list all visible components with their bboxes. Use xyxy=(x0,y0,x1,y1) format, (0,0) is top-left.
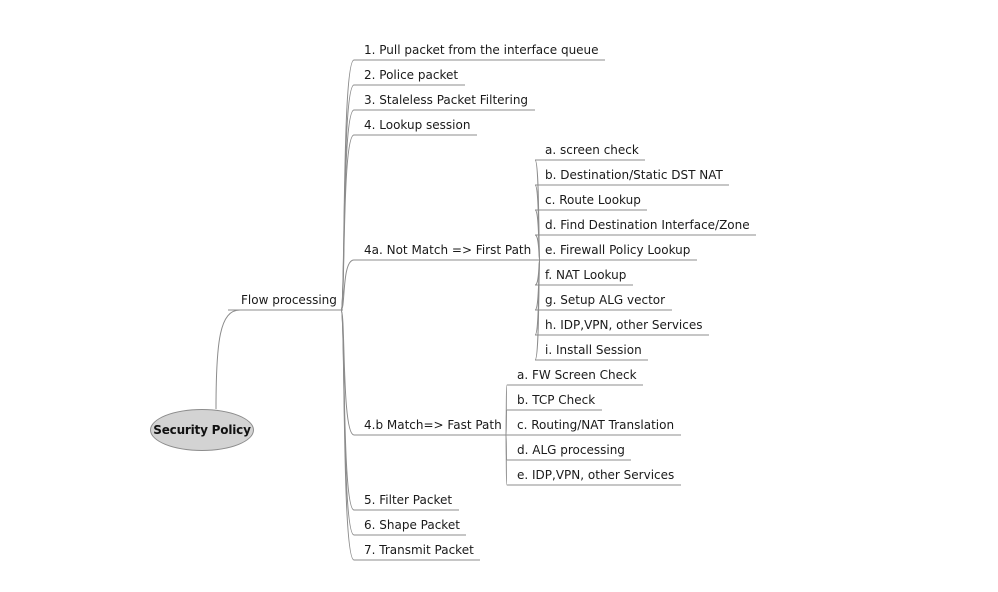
hub-to-step-connector-9 xyxy=(340,309,355,561)
step-node-2[interactable]: 2. Police packet xyxy=(364,68,459,82)
first-path-connector-8 xyxy=(534,259,541,361)
first-path-node-i[interactable]: i. Install Session xyxy=(545,343,642,357)
step-node-1[interactable]: 1. Pull packet from the interface queue xyxy=(364,43,599,57)
first-path-node-c[interactable]: c. Route Lookup xyxy=(545,193,641,207)
step-node-8[interactable]: 6. Shape Packet xyxy=(364,518,460,532)
root-node-security-policy[interactable]: Security Policy xyxy=(150,409,254,451)
first-path-node-h[interactable]: h. IDP,VPN, other Services xyxy=(545,318,703,332)
first-path-node-e[interactable]: e. Firewall Policy Lookup xyxy=(545,243,691,257)
root-node-label: Security Policy xyxy=(153,423,251,437)
fast-path-connector-1 xyxy=(505,409,508,436)
fast-path-node-a[interactable]: a. FW Screen Check xyxy=(517,368,637,382)
step-node-4[interactable]: 4. Lookup session xyxy=(364,118,471,132)
hub-to-step-connector-4 xyxy=(340,134,355,311)
first-path-connector-3 xyxy=(534,234,541,261)
first-path-node-d[interactable]: d. Find Destination Interface/Zone xyxy=(545,218,750,232)
fast-path-node-e[interactable]: e. IDP,VPN, other Services xyxy=(517,468,675,482)
fast-path-node-d[interactable]: d. ALG processing xyxy=(517,443,625,457)
hub-node-flow-processing[interactable]: Flow processing xyxy=(241,293,337,307)
first-path-node-b[interactable]: b. Destination/Static DST NAT xyxy=(545,168,723,182)
fast-path-node-b[interactable]: b. TCP Check xyxy=(517,393,596,407)
hub-to-step-connector-5 xyxy=(340,259,355,311)
step-node-5[interactable]: 4a. Not Match => First Path xyxy=(364,243,532,257)
step-node-9[interactable]: 7. Transmit Packet xyxy=(364,543,474,557)
first-path-node-a[interactable]: a. screen check xyxy=(545,143,639,157)
step-node-7[interactable]: 5. Filter Packet xyxy=(364,493,453,507)
fast-path-connector-4 xyxy=(505,434,508,486)
first-path-node-f[interactable]: f. NAT Lookup xyxy=(545,268,627,282)
step-node-6[interactable]: 4.b Match=> Fast Path xyxy=(364,418,502,432)
fast-path-node-c[interactable]: c. Routing/NAT Translation xyxy=(517,418,675,432)
root-to-hub-connector xyxy=(215,309,241,410)
step-node-3[interactable]: 3. Staleless Packet Filtering xyxy=(364,93,529,107)
first-path-node-g[interactable]: g. Setup ALG vector xyxy=(545,293,666,307)
